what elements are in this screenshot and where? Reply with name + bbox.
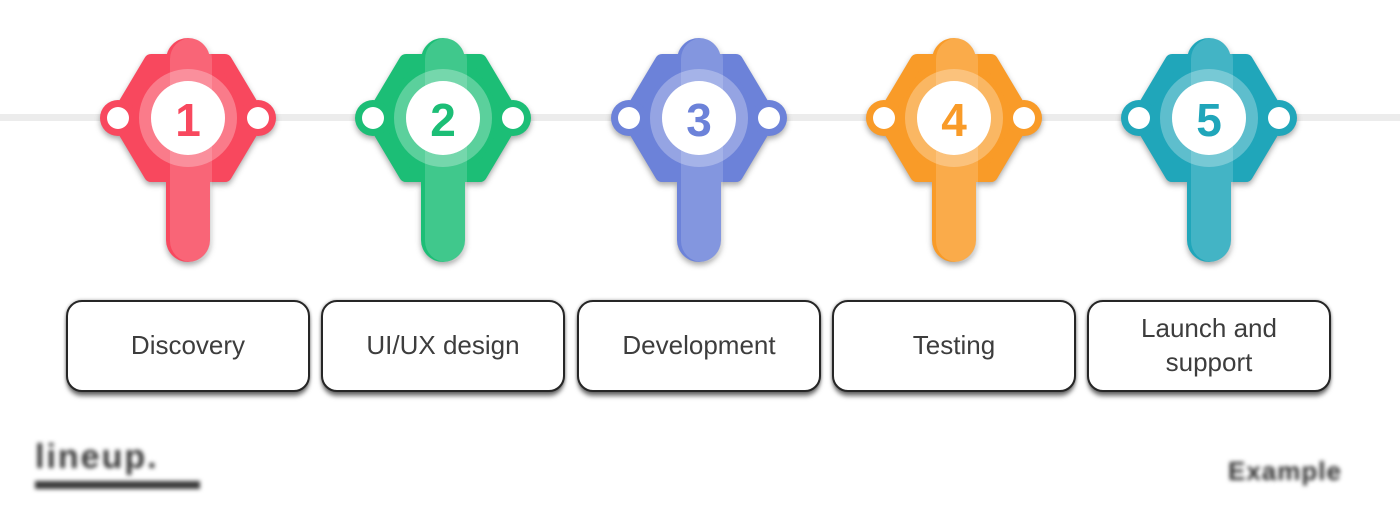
attribution-wordmark: Example: [1228, 456, 1342, 486]
step-label-card: Development: [577, 300, 821, 392]
step-label-card: UI/UX design: [321, 300, 565, 392]
marker-side-dot-left: [107, 107, 129, 129]
brand-wordmark-text: lineup.: [35, 438, 159, 476]
step-label: Discovery: [130, 330, 246, 361]
step-label-card: Discovery: [66, 300, 310, 392]
marker-side-dot-left: [1128, 107, 1150, 129]
marker-center-circle: [662, 81, 736, 155]
step-marker: 4: [866, 38, 1042, 262]
step-label: Testing: [912, 330, 996, 361]
marker-side-dot-right: [1268, 107, 1290, 129]
marker-side-dot-left: [873, 107, 895, 129]
marker-number: 4: [941, 94, 967, 146]
marker-center-circle: [1172, 81, 1246, 155]
brand-underline: [35, 481, 200, 489]
marker-side-dot-left: [362, 107, 384, 129]
marker-number: 2: [430, 94, 456, 146]
marker-number: 1: [175, 94, 201, 146]
step-marker: 1: [100, 38, 276, 262]
marker-number: 3: [686, 94, 712, 146]
marker-side-dot-left: [618, 107, 640, 129]
marker-side-dot-right: [1013, 107, 1035, 129]
marker-center-circle: [406, 81, 480, 155]
marker-number: 5: [1196, 94, 1222, 146]
marker-center-circle: [917, 81, 991, 155]
step-label: UI/UX design: [366, 330, 520, 361]
brand-wordmark: lineup.: [35, 438, 200, 489]
step-marker: 5: [1121, 38, 1297, 262]
step-label-card: Launch and support: [1087, 300, 1331, 392]
marker-side-dot-right: [758, 107, 780, 129]
step-marker: 2: [355, 38, 531, 262]
step-marker: 3: [611, 38, 787, 262]
step-label-card: Testing: [832, 300, 1076, 392]
marker-center-circle: [151, 81, 225, 155]
marker-side-dot-right: [502, 107, 524, 129]
step-label: Launch and support: [1141, 313, 1277, 377]
step-label: Development: [622, 330, 776, 361]
marker-side-dot-right: [247, 107, 269, 129]
